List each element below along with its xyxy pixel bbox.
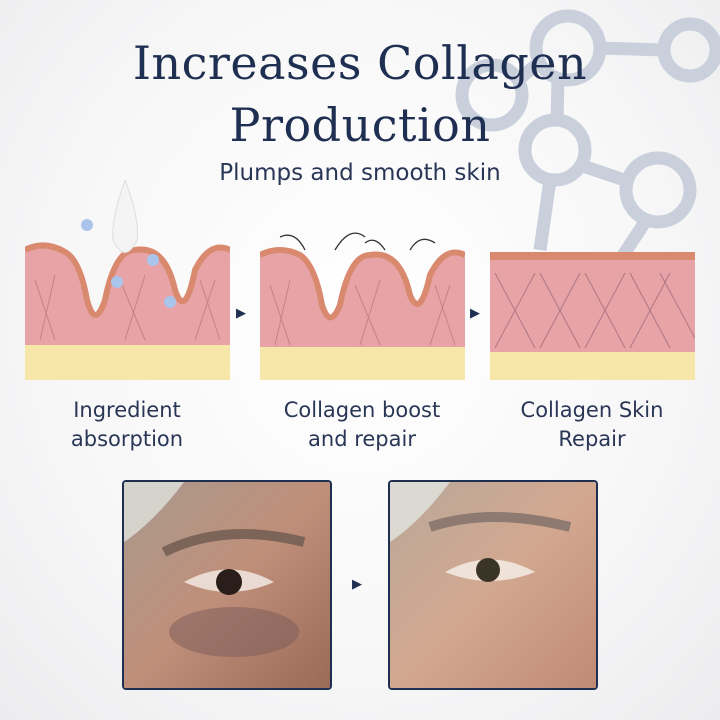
title-line-1: Increases Collagen [132,36,588,90]
title-line-2: Production [229,98,491,152]
skin-diagram-boost [260,232,465,380]
label-line: Repair [558,427,626,451]
arrow-right-icon: ▶ [236,305,246,320]
label-line: Ingredient [73,398,181,422]
arrow-right-icon: ▶ [470,305,480,320]
skin-diagram-absorption [25,180,230,380]
step-label-boost: Collagen boost and repair [247,396,477,454]
subtitle: Plumps and smooth skin [219,160,501,186]
step-label-repair: Collagen Skin Repair [477,396,707,454]
label-line: Collagen Skin [520,398,664,422]
label-line: Collagen boost [283,398,441,422]
arrow-right-icon: ▶ [352,576,362,591]
before-photo [122,480,332,690]
after-photo [388,480,598,690]
skin-diagram-repair [490,252,695,380]
step-label-absorption: Ingredient absorption [12,396,242,454]
label-line: absorption [70,427,184,451]
label-line: and repair [308,427,416,451]
